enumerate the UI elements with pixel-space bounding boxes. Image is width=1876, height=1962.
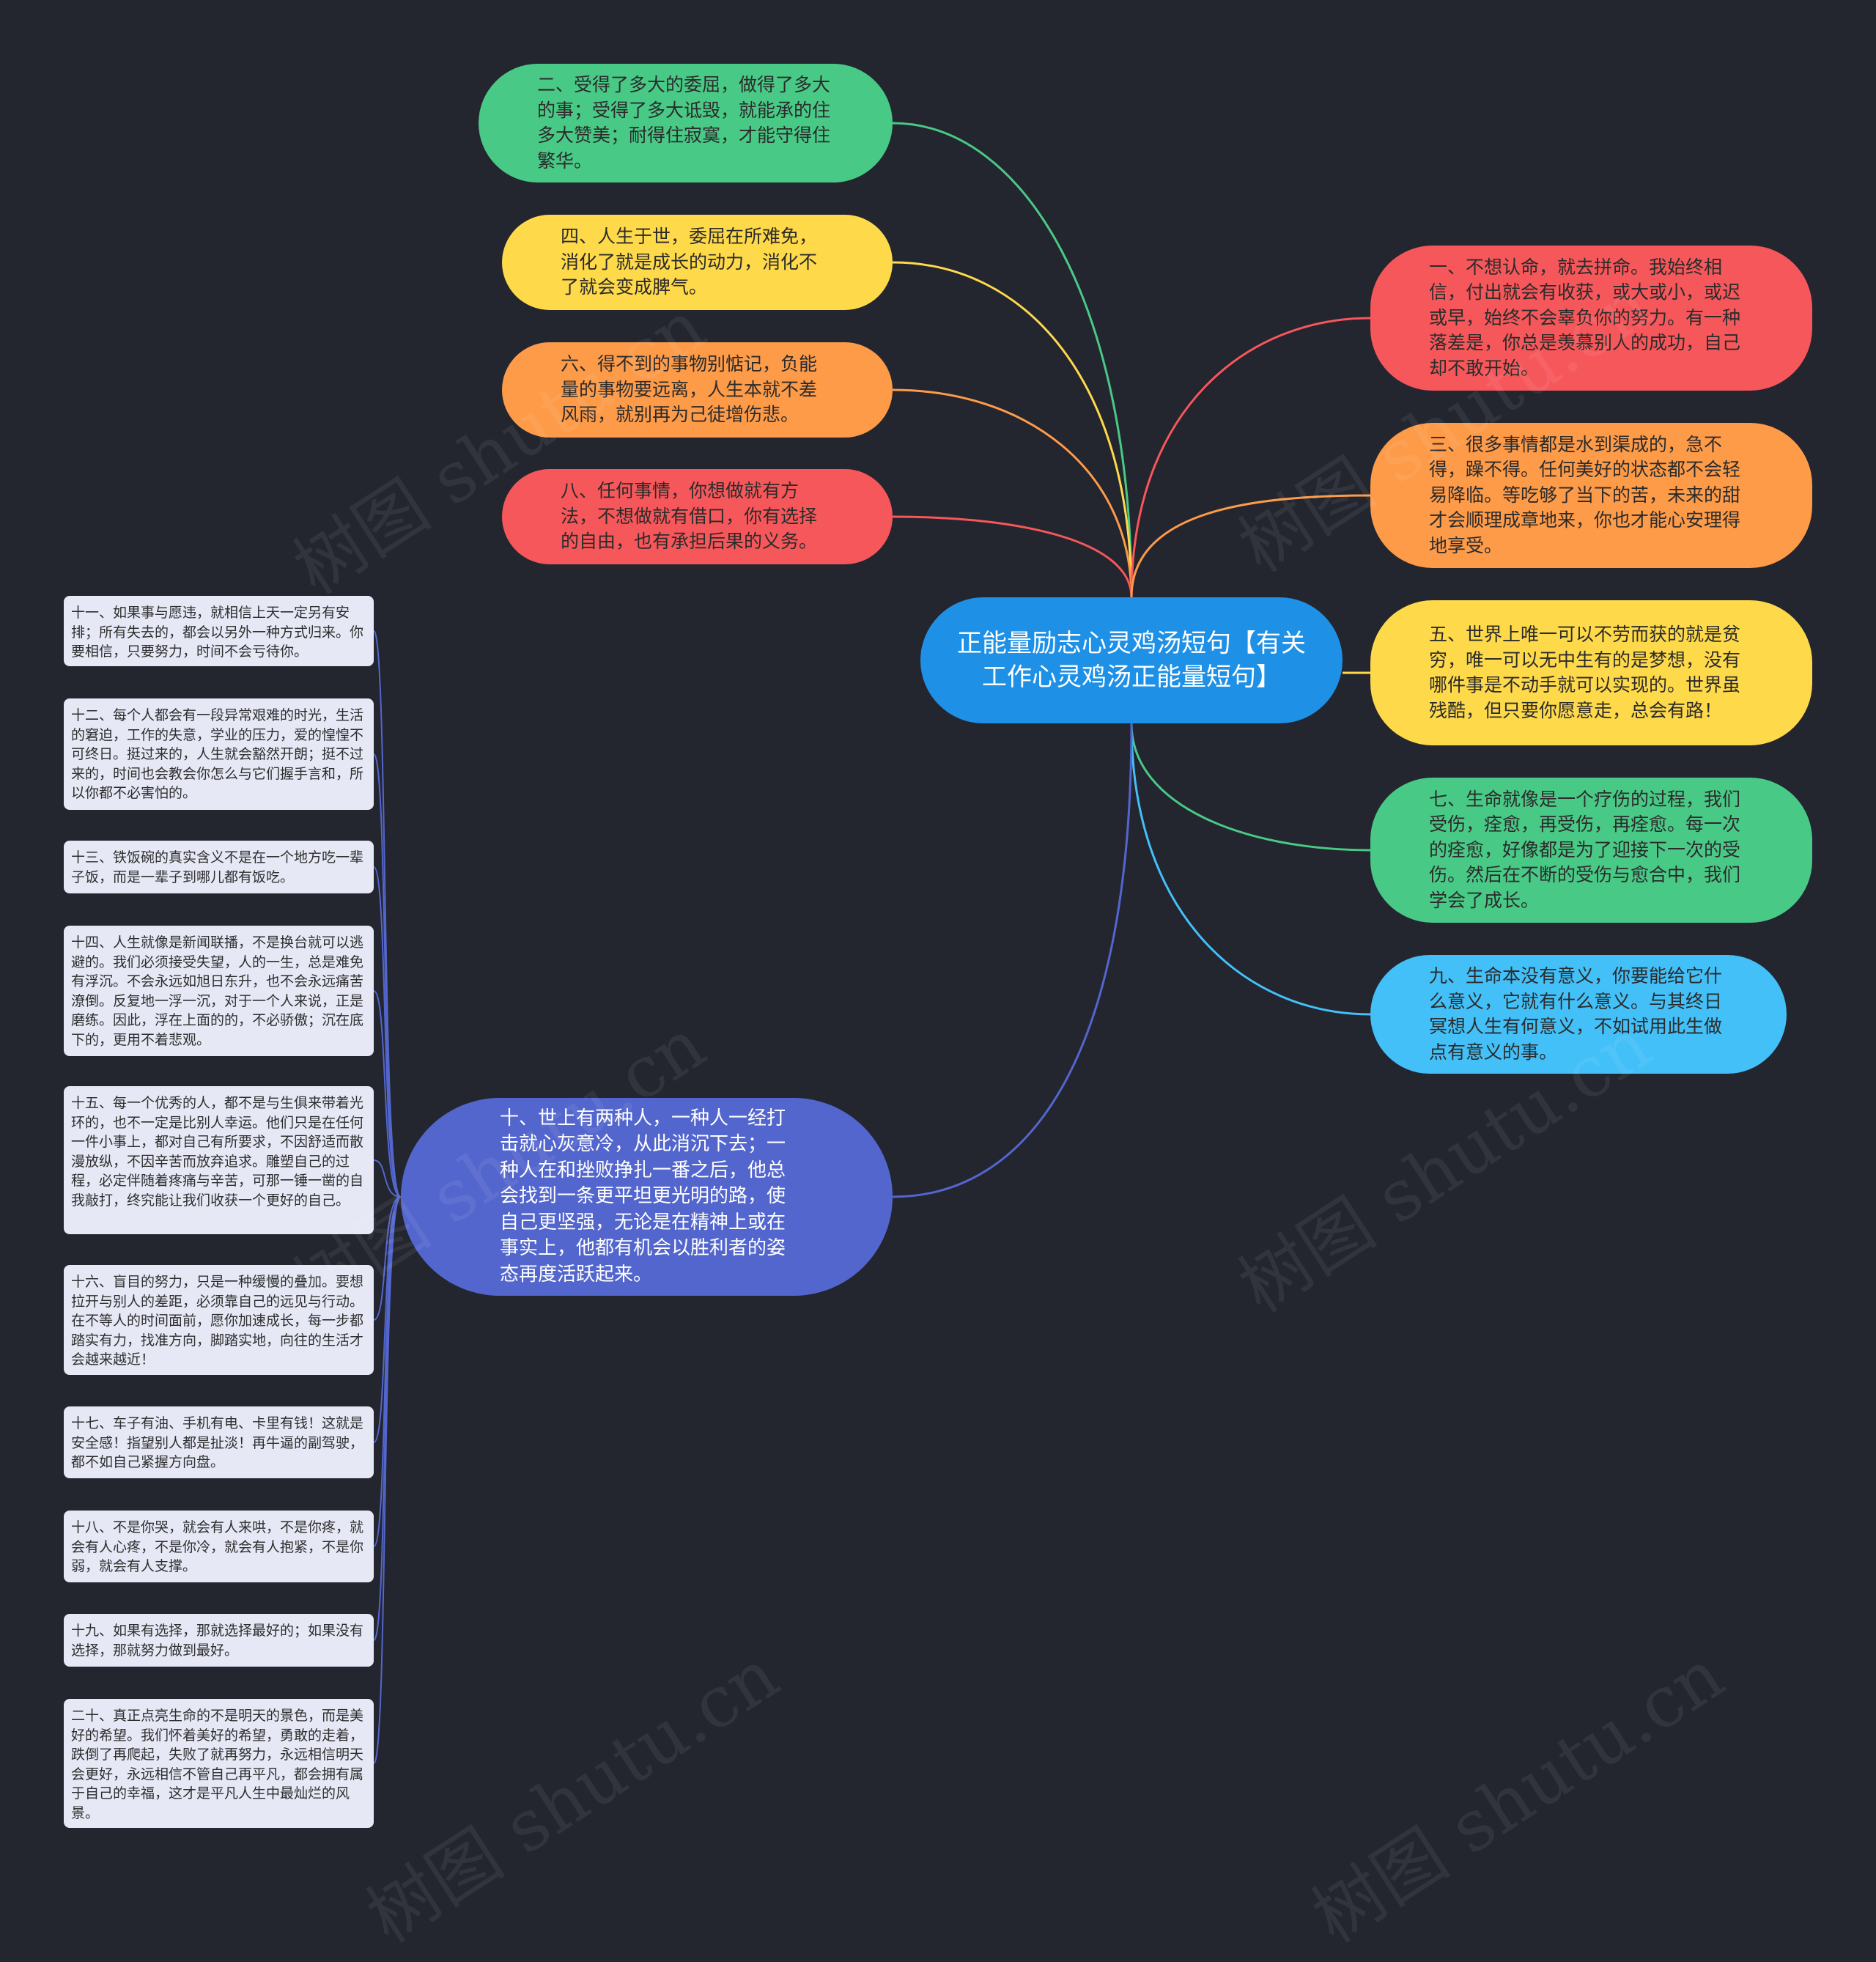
branch-node-4[interactable]: 四、人生于世，委屈在所难免，消化了就是成长的动力，消化不了就会变成脾气。 bbox=[502, 215, 893, 310]
branch-node-label: 六、得不到的事物别惦记，负能量的事物要远离，人生本就不差风雨，就别再为己徒增伤悲… bbox=[561, 353, 818, 426]
branch-node-label: 十、世上有两种人，一种人一经打击就心灰意冷，从此消沉下去；一种人在和挫败挣扎一番… bbox=[500, 1107, 786, 1286]
branch-node-3[interactable]: 三、很多事情都是水到渠成的，急不得，躁不得。任何美好的状态都不会轻易降临。等吃够… bbox=[1370, 423, 1812, 568]
branch-node-1[interactable]: 一、不想认命，就去拼命。我始终相信，付出就会有收获，或大或小，或迟或早，始终不会… bbox=[1370, 246, 1812, 391]
branch-node-5[interactable]: 五、世界上唯一可以不劳而获的就是贫穷，唯一可以无中生有的是梦想，没有哪件事是不动… bbox=[1370, 600, 1812, 745]
sub-item-label: 十八、不是你哭，就会有人来哄，不是你疼，就会有人心疼，不是你冷，就会有人抱紧，不… bbox=[71, 1519, 364, 1575]
sub-item-label: 二十、真正点亮生命的不是明天的景色，而是美好的希望。我们怀着美好的希望，勇敢的走… bbox=[71, 1708, 364, 1821]
connector-9 bbox=[1130, 723, 1371, 1016]
sub-item-19[interactable]: 十九、如果有选择，那就选择最好的；如果没有选择，那就努力做到最好。 bbox=[64, 1614, 374, 1667]
sub-item-label: 十三、铁饭碗的真实含义不是在一个地方吃一辈子饭，而是一辈子到哪儿都有饭吃。 bbox=[71, 849, 364, 885]
branch-node-label: 七、生命就像是一个疗伤的过程，我们受伤，痊愈，再受伤，再痊愈。每一次的痊愈，好像… bbox=[1429, 788, 1741, 911]
sub-item-17[interactable]: 十七、车子有油、手机有电、卡里有钱！这就是安全感！指望别人都是扯淡！再牛逼的副驾… bbox=[64, 1406, 374, 1478]
sub-item-label: 十四、人生就像是新闻联播，不是换台就可以逃避的。我们必须接受失望，人的一生，总是… bbox=[71, 934, 364, 1048]
sub-item-label: 十二、每个人都会有一段异常艰难的时光，生活的窘迫，工作的失意，学业的压力，爱的惶… bbox=[71, 707, 364, 802]
connector-2 bbox=[892, 122, 1133, 598]
connector-sub-13 bbox=[373, 866, 402, 1198]
branch-node-label: 九、生命本没有意义，你要能给它什么意义，它就有什么意义。与其终日冥想人生有何意义… bbox=[1429, 965, 1723, 1063]
sub-item-12[interactable]: 十二、每个人都会有一段异常艰难的时光，生活的窘迫，工作的失意，学业的压力，爱的惶… bbox=[64, 698, 374, 810]
branch-node-label: 一、不想认命，就去拼命。我始终相信，付出就会有收获，或大或小，或迟或早，始终不会… bbox=[1429, 256, 1741, 379]
connector-sub-19 bbox=[373, 1196, 402, 1641]
connector-3 bbox=[1130, 494, 1371, 598]
connector-sub-11 bbox=[373, 630, 402, 1198]
sub-item-label: 十九、如果有选择，那就选择最好的；如果没有选择，那就努力做到最好。 bbox=[71, 1623, 364, 1659]
sub-item-18[interactable]: 十八、不是你哭，就会有人来哄，不是你疼，就会有人心疼，不是你冷，就会有人抱紧，不… bbox=[64, 1511, 374, 1582]
connector-lines bbox=[373, 122, 1371, 1764]
connector-sub-15 bbox=[373, 1159, 402, 1198]
sub-item-11[interactable]: 十一、如果事与愿违，就相信上天一定另有安排；所有失去的，都会以另外一种方式归来。… bbox=[64, 596, 374, 666]
connector-6 bbox=[892, 388, 1133, 598]
branch-node-label: 八、任何事情，你想做就有方法，不想做就有借口，你有选择的自由，也有承担后果的义务… bbox=[561, 480, 818, 553]
sub-item-20[interactable]: 二十、真正点亮生命的不是明天的景色，而是美好的希望。我们怀着美好的希望，勇敢的走… bbox=[64, 1699, 374, 1828]
branch-node-label: 五、世界上唯一可以不劳而获的就是贫穷，唯一可以无中生有的是梦想，没有哪件事是不动… bbox=[1429, 624, 1741, 721]
connector-4 bbox=[892, 261, 1133, 598]
branch-node-2[interactable]: 二、受得了多大的委屈，做得了多大的事；受得了多大诋毁，就能承的住多大赞美；耐得住… bbox=[479, 64, 893, 182]
sub-item-16[interactable]: 十六、盲目的努力，只是一种缓慢的叠加。要想拉开与别人的差距，必须靠自己的远见与行… bbox=[64, 1265, 374, 1375]
branch-node-10[interactable]: 十、世上有两种人，一种人一经打击就心灰意冷，从此消沉下去；一种人在和挫败挣扎一番… bbox=[401, 1098, 893, 1296]
sub-item-15[interactable]: 十五、每一个优秀的人，都不是与生俱来带着光环的，也不一定是比别人幸运。他们只是在… bbox=[64, 1086, 374, 1234]
sub-item-label: 十一、如果事与愿违，就相信上天一定另有安排；所有失去的，都会以另外一种方式归来。… bbox=[71, 605, 364, 660]
connector-sub-14 bbox=[373, 990, 402, 1198]
connector-10 bbox=[892, 723, 1133, 1198]
connector-sub-17 bbox=[373, 1196, 402, 1443]
branch-node-9[interactable]: 九、生命本没有意义，你要能给它什么意义，它就有什么意义。与其终日冥想人生有何意义… bbox=[1370, 955, 1787, 1074]
connector-8 bbox=[892, 515, 1133, 598]
connector-sub-16 bbox=[373, 1196, 402, 1321]
sub-item-13[interactable]: 十三、铁饭碗的真实含义不是在一个地方吃一辈子饭，而是一辈子到哪儿都有饭吃。 bbox=[64, 841, 374, 893]
sub-item-label: 十六、盲目的努力，只是一种缓慢的叠加。要想拉开与别人的差距，必须靠自己的远见与行… bbox=[71, 1274, 364, 1368]
branch-node-label: 二、受得了多大的委屈，做得了多大的事；受得了多大诋毁，就能承的住多大赞美；耐得住… bbox=[537, 74, 831, 172]
root-topic[interactable]: 正能量励志心灵鸡汤短句【有关工作心灵鸡汤正能量短句】 bbox=[920, 597, 1343, 723]
connector-7 bbox=[1130, 723, 1371, 852]
branch-node-label: 四、人生于世，委屈在所难免，消化了就是成长的动力，消化不了就会变成脾气。 bbox=[561, 226, 818, 298]
branch-node-6[interactable]: 六、得不到的事物别惦记，负能量的事物要远离，人生本就不差风雨，就别再为己徒增伤悲… bbox=[502, 342, 893, 438]
branch-node-label: 三、很多事情都是水到渠成的，急不得，躁不得。任何美好的状态都不会轻易降临。等吃够… bbox=[1429, 433, 1741, 556]
branch-node-8[interactable]: 八、任何事情，你想做就有方法，不想做就有借口，你有选择的自由，也有承担后果的义务… bbox=[502, 469, 893, 564]
root-topic-label: 正能量励志心灵鸡汤短句【有关工作心灵鸡汤正能量短句】 bbox=[957, 629, 1306, 692]
sub-item-label: 十七、车子有油、手机有电、卡里有钱！这就是安全感！指望别人都是扯淡！再牛逼的副驾… bbox=[71, 1415, 364, 1471]
sub-item-14[interactable]: 十四、人生就像是新闻联播，不是换台就可以逃避的。我们必须接受失望，人的一生，总是… bbox=[64, 926, 374, 1056]
connector-1 bbox=[1130, 317, 1371, 598]
connector-sub-20 bbox=[373, 1196, 402, 1764]
connector-sub-12 bbox=[373, 753, 402, 1198]
connector-sub-18 bbox=[373, 1196, 402, 1547]
sub-item-label: 十五、每一个优秀的人，都不是与生俱来带着光环的，也不一定是比别人幸运。他们只是在… bbox=[71, 1095, 364, 1209]
branch-node-7[interactable]: 七、生命就像是一个疗伤的过程，我们受伤，痊愈，再受伤，再痊愈。每一次的痊愈，好像… bbox=[1370, 778, 1812, 923]
